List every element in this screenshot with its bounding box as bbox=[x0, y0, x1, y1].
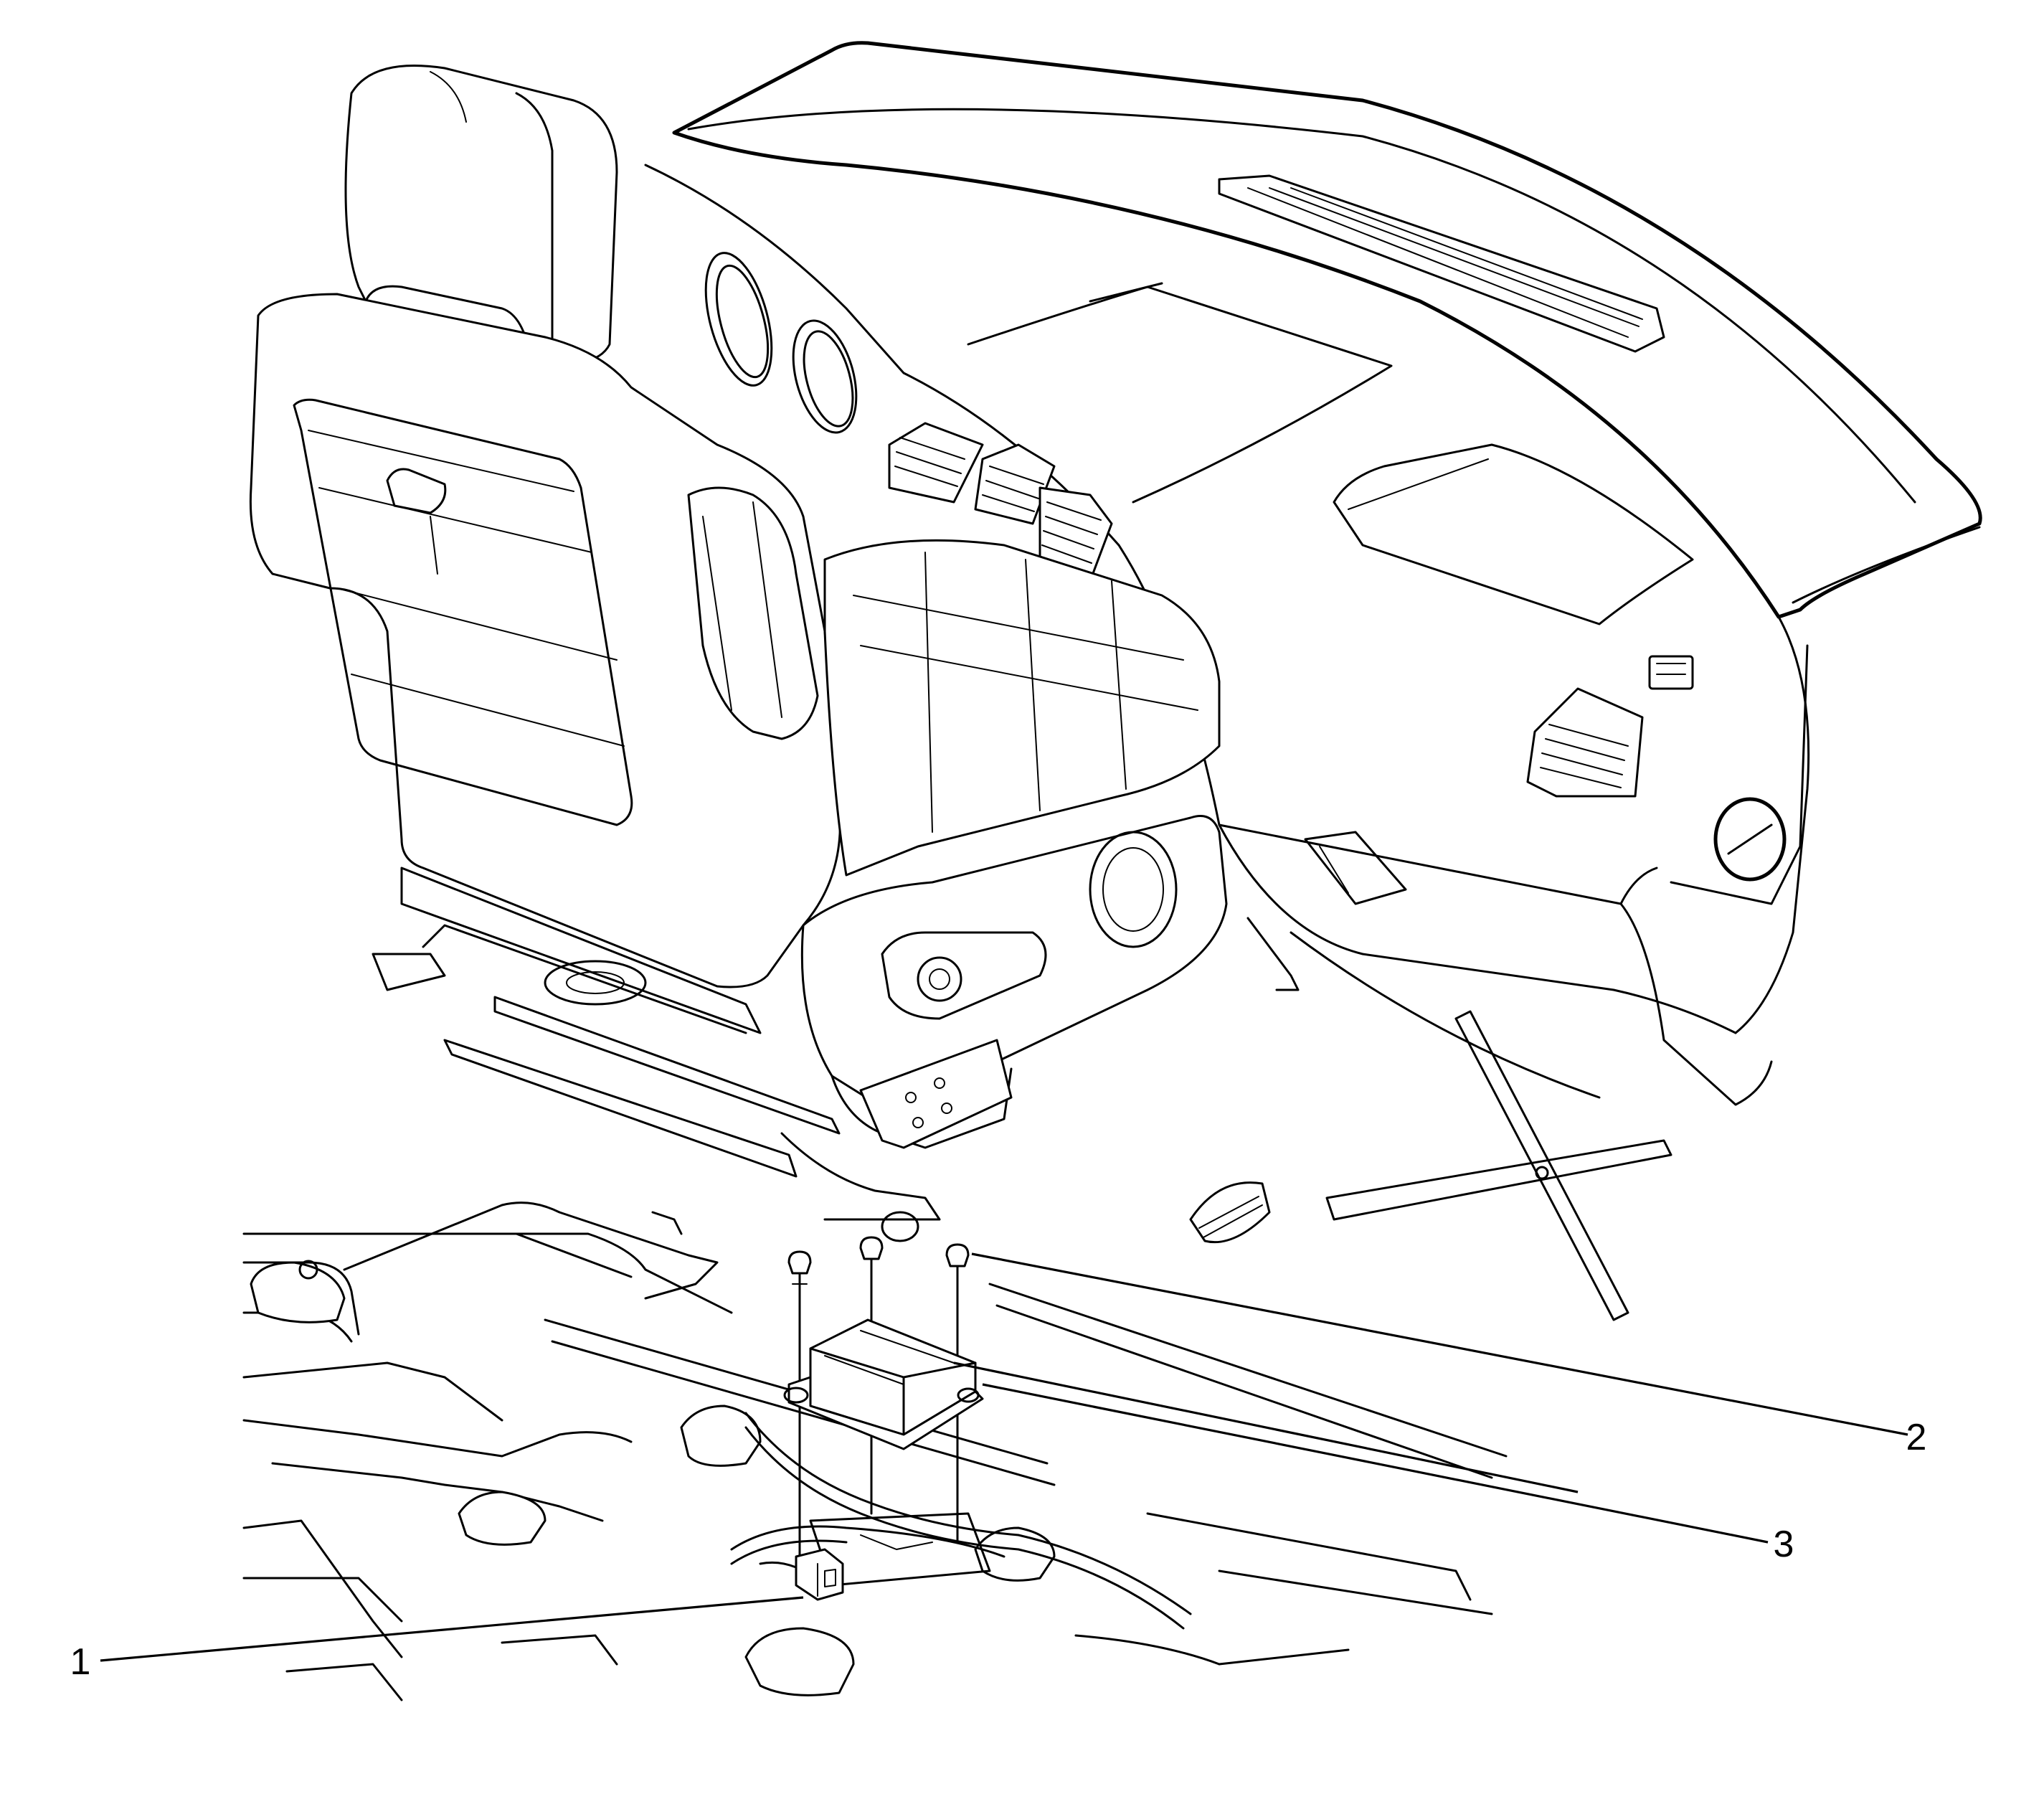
floor-pan bbox=[242, 1201, 1508, 1701]
dash-brace bbox=[1189, 1010, 1672, 1321]
leader-line-2 bbox=[971, 1252, 1908, 1436]
callout-leaders bbox=[100, 1252, 1908, 1662]
sensing-module bbox=[759, 1236, 984, 1601]
leader-line-1 bbox=[100, 1596, 804, 1662]
leader-line-3b bbox=[953, 1361, 1579, 1493]
instrument-panel bbox=[644, 41, 1982, 1106]
leader-line-3a bbox=[982, 1383, 1769, 1544]
driver-seat bbox=[249, 65, 1228, 1242]
callout-2: 2 bbox=[1906, 1417, 1927, 1458]
module-bolt-left bbox=[787, 1250, 812, 1565]
callout-1: 1 bbox=[70, 1641, 91, 1683]
callout-labels: 1 2 3 bbox=[70, 1417, 1927, 1683]
callout-3: 3 bbox=[1774, 1524, 1794, 1565]
